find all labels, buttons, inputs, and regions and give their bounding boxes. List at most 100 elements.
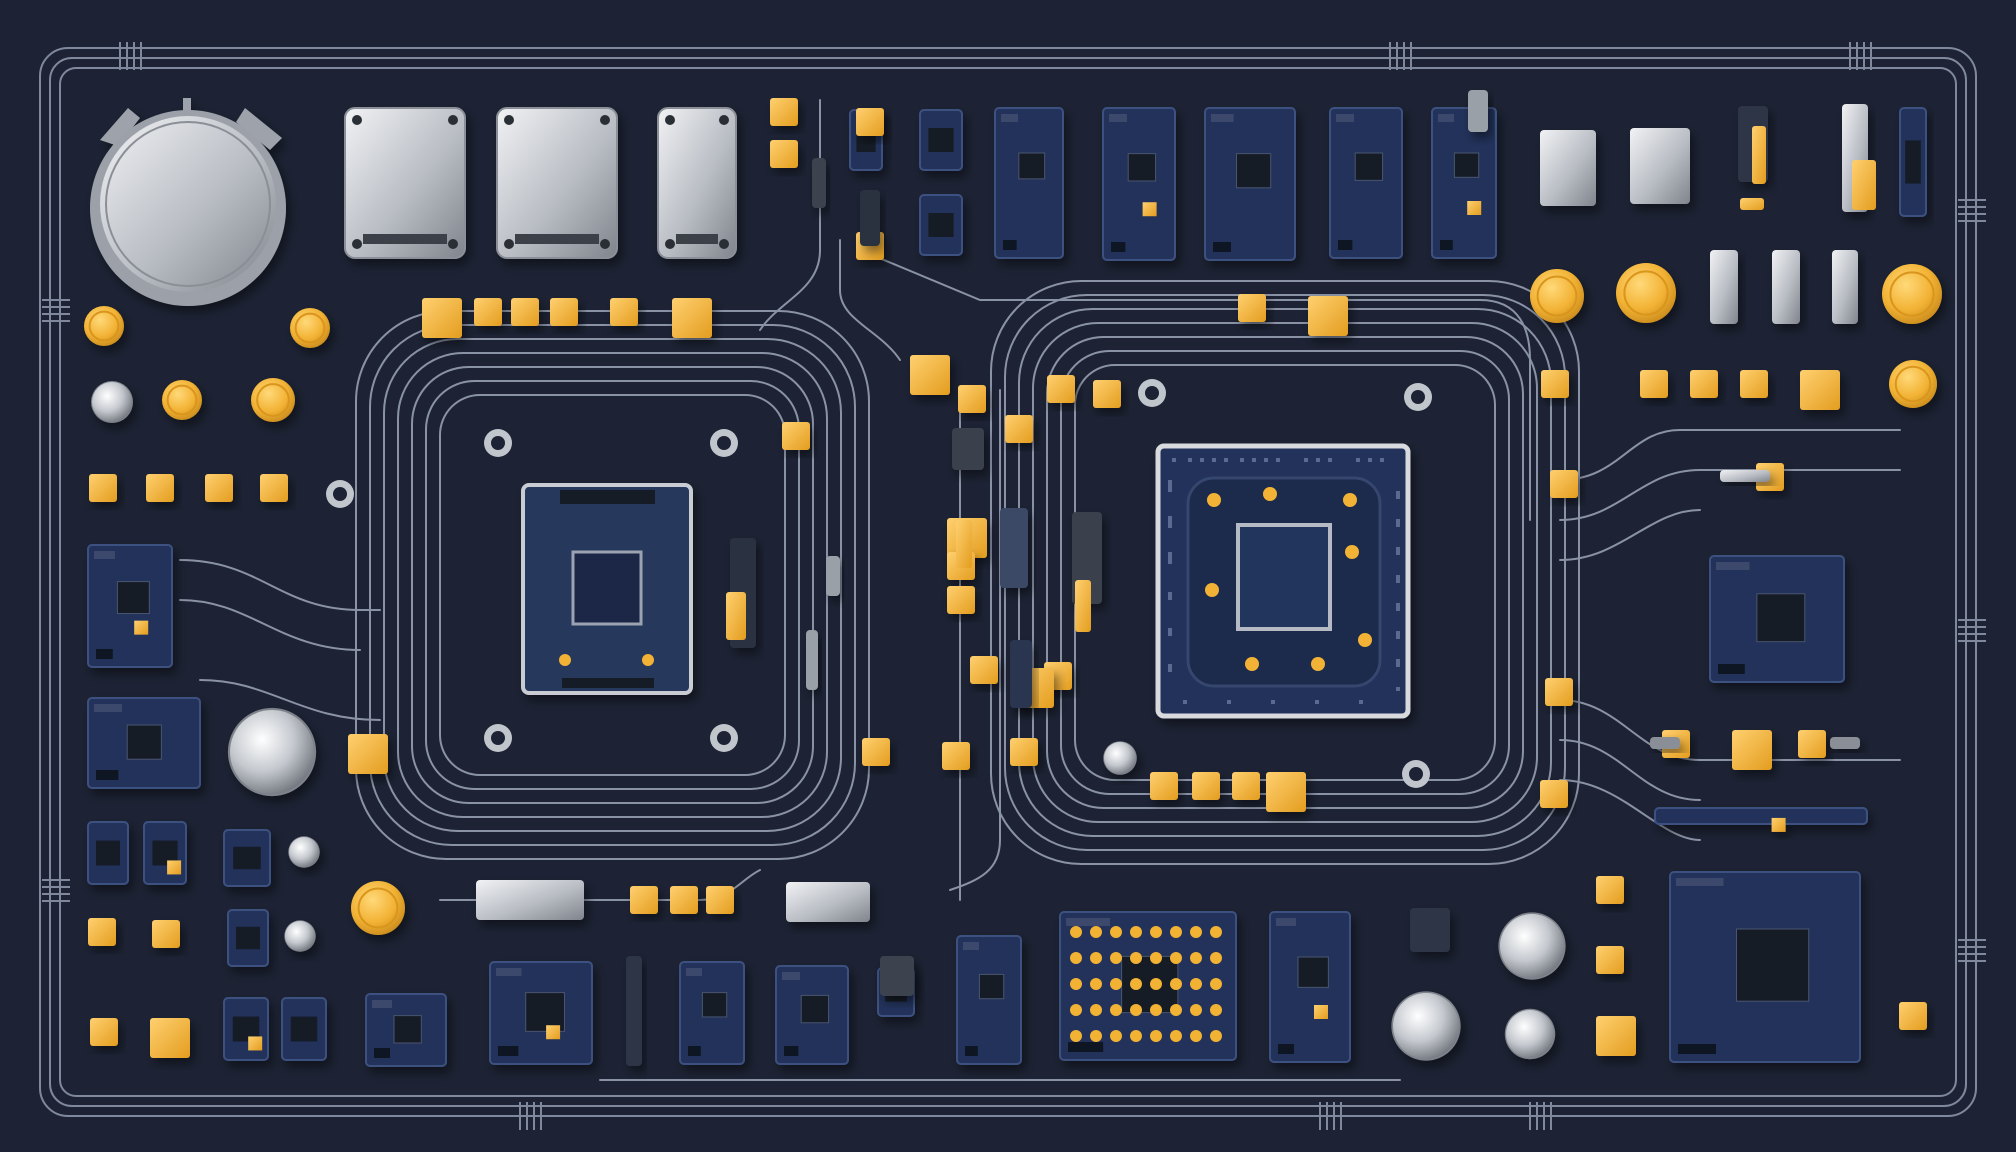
hole-center: [491, 731, 505, 745]
board-dot: [1170, 952, 1182, 964]
board-dot: [1190, 1030, 1202, 1042]
gold-coin: [251, 378, 295, 422]
gold-pad: [1541, 370, 1569, 398]
misc-component: [826, 556, 840, 596]
trace-path: [179, 559, 381, 611]
board-dot: [1130, 1004, 1142, 1016]
misc-component: [476, 880, 584, 920]
gold-pad: [1540, 780, 1568, 808]
metal-knob: [227, 707, 317, 797]
board-dot: [1150, 978, 1162, 990]
board-dot: [1130, 1030, 1142, 1042]
small-board: [87, 544, 173, 668]
metal-knobs: [91, 381, 1566, 1061]
metal-enclosures: [344, 107, 737, 259]
gold-pad: [770, 98, 798, 126]
gold-pad: [511, 298, 539, 326]
gold-pad: [89, 474, 117, 502]
gold-pad: [1047, 375, 1075, 403]
socket-dot: [1168, 592, 1172, 596]
gold-pad: [1596, 876, 1624, 904]
socket-dot: [1396, 607, 1400, 611]
gold-pad: [1732, 730, 1772, 770]
metal-knob: [91, 381, 133, 423]
board-dot: [1170, 926, 1182, 938]
socket-dot: [1168, 516, 1172, 520]
gold-strip: [956, 520, 972, 568]
misc-component: [1710, 250, 1738, 324]
socket-dot: [1396, 547, 1400, 551]
gold-pad: [1266, 772, 1306, 812]
gold-pad: [1690, 370, 1718, 398]
misc-component: [1720, 470, 1770, 482]
small-board: [1669, 871, 1861, 1063]
misc-component: [952, 428, 984, 470]
small-board: [775, 965, 849, 1065]
gold-pad: [670, 886, 698, 914]
misc-component: [1832, 250, 1858, 324]
small-board: [87, 697, 201, 789]
socket-dot: [1200, 458, 1204, 462]
small-board: [365, 993, 447, 1067]
small-board: [281, 997, 327, 1061]
board-dot: [1070, 926, 1082, 938]
gold-pad: [1308, 296, 1348, 336]
gold-coins: [84, 263, 1942, 935]
gold-coin: [162, 380, 202, 420]
socket-dot: [1252, 458, 1256, 462]
misc-component: [812, 158, 826, 208]
socket-dot: [1240, 458, 1244, 462]
trace-loop-left: [425, 380, 800, 790]
gold-pad: [90, 1018, 118, 1046]
gold-pad: [1005, 415, 1033, 443]
small-board: [956, 935, 1022, 1065]
metal-enclosure: [496, 107, 618, 259]
gold-pad: [1596, 1016, 1636, 1056]
socket-dot: [1168, 488, 1172, 492]
socket-dot: [1168, 628, 1172, 632]
gold-pad: [1550, 470, 1578, 498]
misc-component: [626, 956, 642, 1066]
socket-dot: [1168, 480, 1172, 484]
round-speaker: [90, 98, 286, 306]
hole-center: [333, 487, 347, 501]
trace-path: [859, 249, 1531, 521]
socket-dot: [1380, 458, 1384, 462]
small-board: [1204, 107, 1296, 261]
trace-path: [1559, 739, 1701, 801]
gold-pad: [610, 298, 638, 326]
misc-component: [786, 882, 870, 922]
board-dot: [1150, 1030, 1162, 1042]
board-dot: [1150, 1004, 1162, 1016]
socket-dot: [1168, 524, 1172, 528]
board-dot: [1130, 978, 1142, 990]
gold-pad: [770, 140, 798, 168]
gold-pad: [152, 920, 180, 948]
metal-knob: [1103, 741, 1137, 775]
socket-dot: [1356, 458, 1360, 462]
trace-path: [199, 679, 381, 721]
gold-pad: [260, 474, 288, 502]
small-board: [1899, 107, 1927, 217]
gold-coin: [1616, 263, 1676, 323]
small-board: [1059, 911, 1237, 1061]
trace-loop-left: [383, 338, 842, 832]
gold-pad: [150, 1018, 190, 1058]
socket-dot: [1368, 458, 1372, 462]
socket-dot: [1183, 700, 1187, 704]
board-dot: [1110, 926, 1122, 938]
gold-pad: [862, 738, 890, 766]
misc-component: [1650, 737, 1680, 749]
gold-coin: [84, 306, 124, 346]
gold-coin: [290, 308, 330, 348]
gold-strip: [1075, 580, 1091, 632]
small-board: [223, 829, 271, 887]
board-dot: [1110, 1030, 1122, 1042]
misc-component: [1540, 130, 1596, 206]
socket-dot: [1316, 458, 1320, 462]
socket-dot: [1396, 495, 1400, 499]
misc-component: [860, 190, 880, 246]
misc-component: [1830, 737, 1860, 749]
trace-loop-left: [411, 366, 814, 804]
socket-dot: [1168, 668, 1172, 672]
